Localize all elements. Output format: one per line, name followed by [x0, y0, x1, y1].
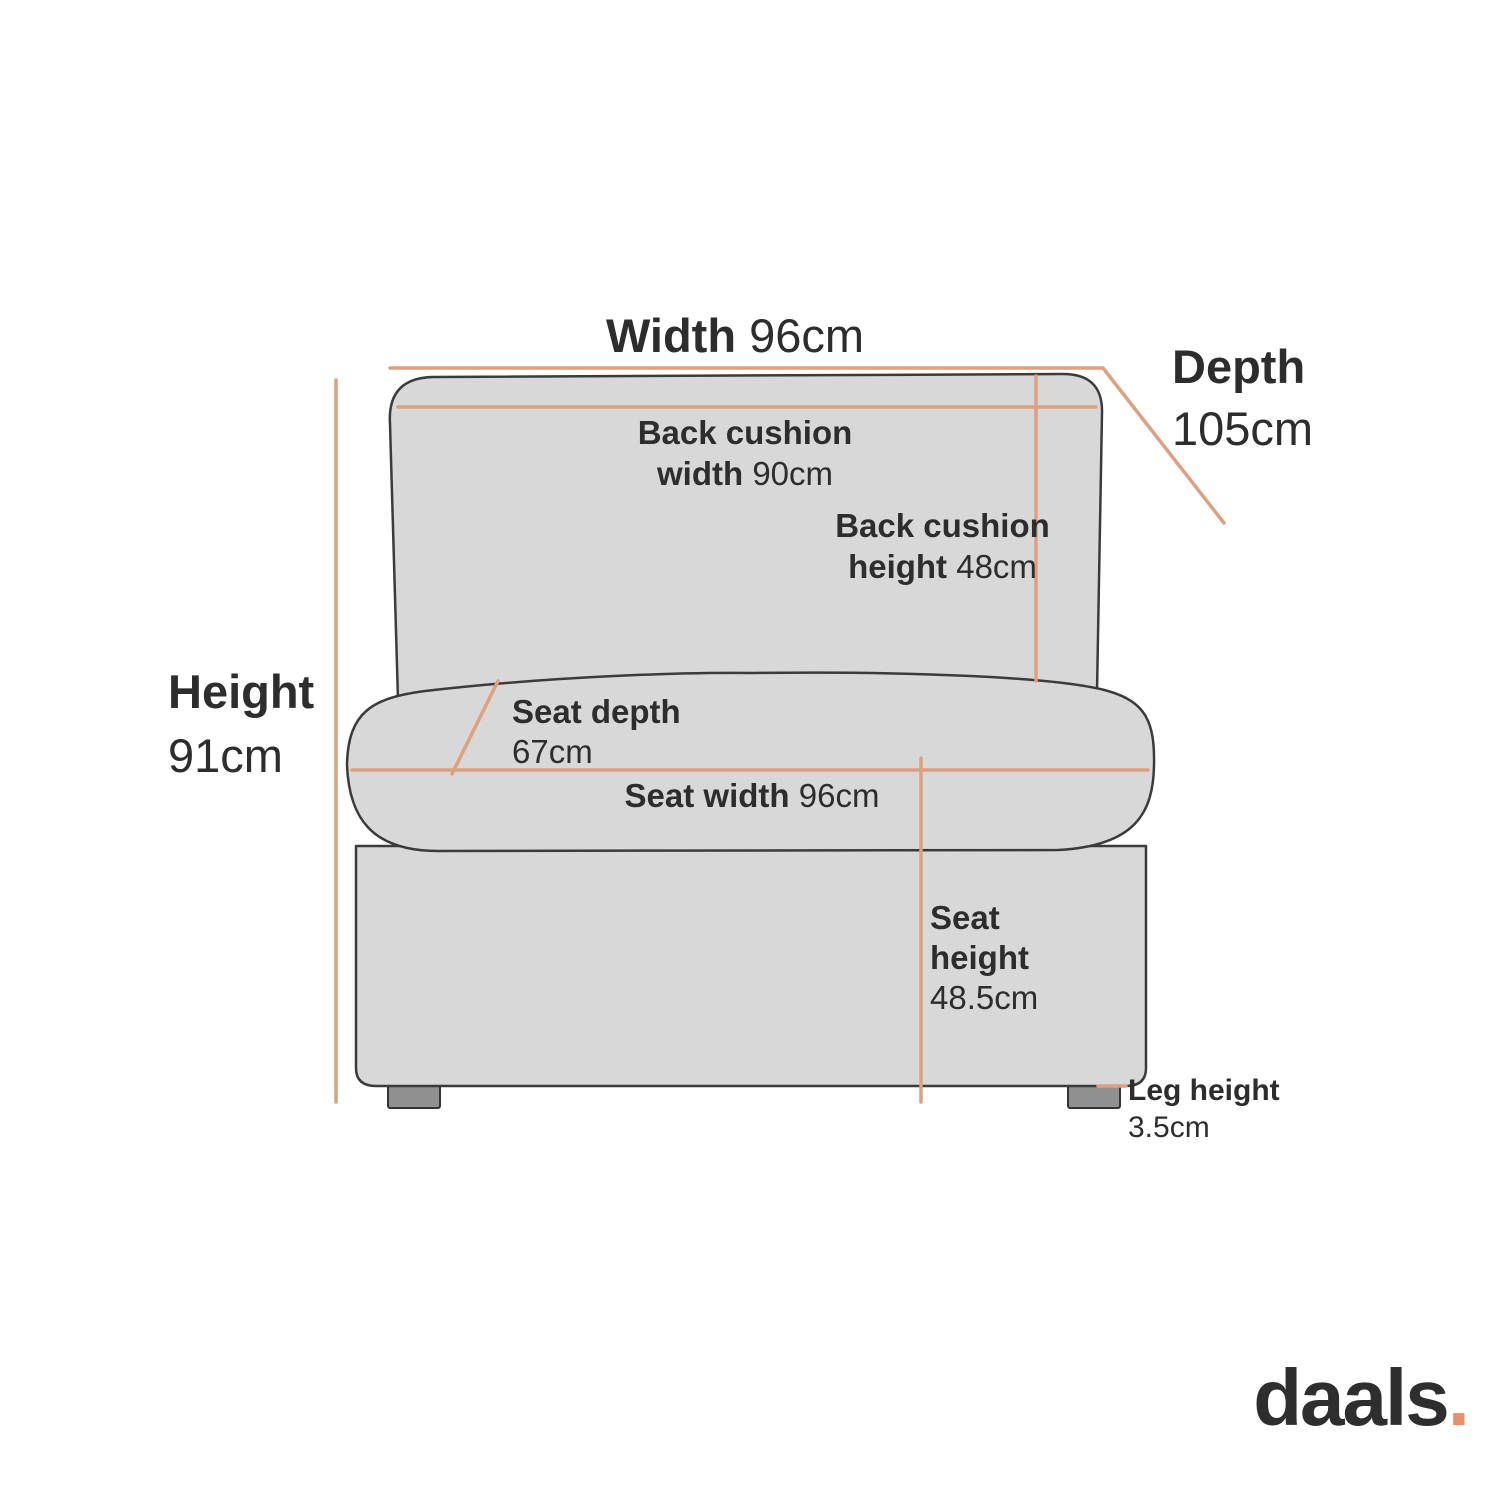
seat-width-label-text: Seat width	[624, 777, 790, 814]
width-value-text: 96cm	[749, 309, 865, 362]
back-cushion-height-line2: height 48cm	[848, 548, 1037, 585]
depth-dimension-line	[1101, 366, 1226, 525]
seat-height-line1: Seat	[930, 899, 1000, 936]
leg-height-value-text: 3.5cm	[1128, 1111, 1210, 1144]
height-value-text: 91cm	[168, 729, 283, 782]
back-cushion-width-label: Back cushion width 90cm	[545, 412, 945, 494]
back-cushion-height-line1: Back cushion	[835, 507, 1050, 544]
width-dimension-label: Width 96cm	[500, 308, 970, 364]
seat-height-line2: height	[930, 939, 1029, 976]
leg-height-label-text: Leg height	[1128, 1074, 1280, 1107]
back-cushion-width-line2: width 90cm	[656, 455, 834, 492]
seat-depth-line	[450, 679, 500, 776]
seat-depth-label-text: Seat depth	[512, 693, 681, 730]
leg-height-label: Leg height 3.5cm	[1128, 1072, 1280, 1146]
brand-logo: daals.	[1253, 1352, 1470, 1444]
width-label-text: Width	[605, 309, 737, 362]
depth-value-text: 105cm	[1172, 402, 1314, 455]
brand-logo-text: daals	[1253, 1353, 1450, 1442]
seat-depth-value-text: 67cm	[512, 733, 593, 770]
brand-logo-dot: .	[1447, 1353, 1470, 1442]
sofa-left-leg	[387, 1083, 441, 1109]
seat-height-label: Seat height 48.5cm	[930, 898, 1038, 1018]
sofa-seat-cushion	[345, 671, 1156, 853]
height-label-text: Height	[168, 665, 315, 718]
depth-label-text: Depth	[1172, 340, 1306, 393]
back-cushion-width-line1: Back cushion	[637, 414, 853, 451]
seat-width-label: Seat width 96cm	[552, 776, 952, 816]
back-cushion-height-label: Back cushion height 48cm	[790, 505, 1095, 587]
height-dimension-label: Height 91cm	[168, 660, 314, 788]
sofa-back-cushion	[388, 372, 1104, 702]
seat-depth-label: Seat depth 67cm	[512, 692, 681, 772]
depth-dimension-label: Depth 105cm	[1172, 336, 1313, 460]
seat-width-value-text: 96cm	[798, 777, 880, 814]
seat-height-value-text: 48.5cm	[930, 979, 1039, 1016]
